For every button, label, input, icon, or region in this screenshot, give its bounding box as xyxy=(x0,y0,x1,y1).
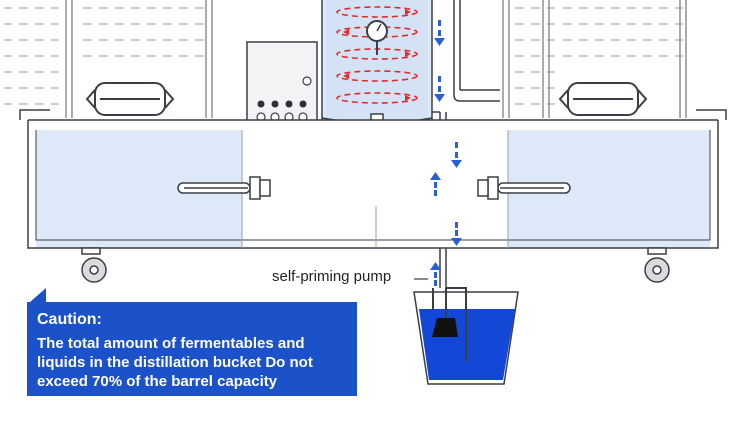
caution-line-3: exceed 70% of the barrel capacity xyxy=(37,373,278,390)
distillation-bucket xyxy=(413,287,519,385)
right-wheel-icon xyxy=(644,247,670,283)
water-bath-tank xyxy=(19,109,727,249)
central-column xyxy=(321,0,433,206)
steam-arrowheads xyxy=(343,9,411,101)
left-column xyxy=(0,0,232,118)
left-clamp xyxy=(85,82,175,116)
flow-arrow-down-4 xyxy=(451,222,462,246)
left-heater-icon xyxy=(177,176,271,200)
control-box xyxy=(246,41,318,127)
flow-arrows xyxy=(430,20,462,286)
caution-title: Caution: xyxy=(37,311,102,328)
caution-line-1: The total amount of fermentables and xyxy=(37,335,305,352)
pump-icon xyxy=(432,318,458,337)
right-column xyxy=(502,0,687,118)
caution-box: Caution: The total amount of fermentable… xyxy=(27,302,357,396)
gauge-icon xyxy=(366,20,388,55)
caution-line-2: liquids in the distillation bucket Do no… xyxy=(37,354,313,371)
caution-text: The total amount of fermentables and liq… xyxy=(37,334,347,391)
flow-arrow-up-2 xyxy=(430,262,441,286)
caution-pointer xyxy=(30,288,46,302)
flow-arrow-down-2 xyxy=(434,76,445,102)
flow-arrow-down-3 xyxy=(451,142,462,168)
pump-label: self-priming pump xyxy=(272,268,392,285)
flow-arrow-down-1 xyxy=(434,20,445,46)
right-clamp xyxy=(558,82,648,116)
left-wheel-icon xyxy=(81,247,107,283)
flow-arrow-up-1 xyxy=(430,172,441,196)
right-heater-icon xyxy=(477,176,571,200)
